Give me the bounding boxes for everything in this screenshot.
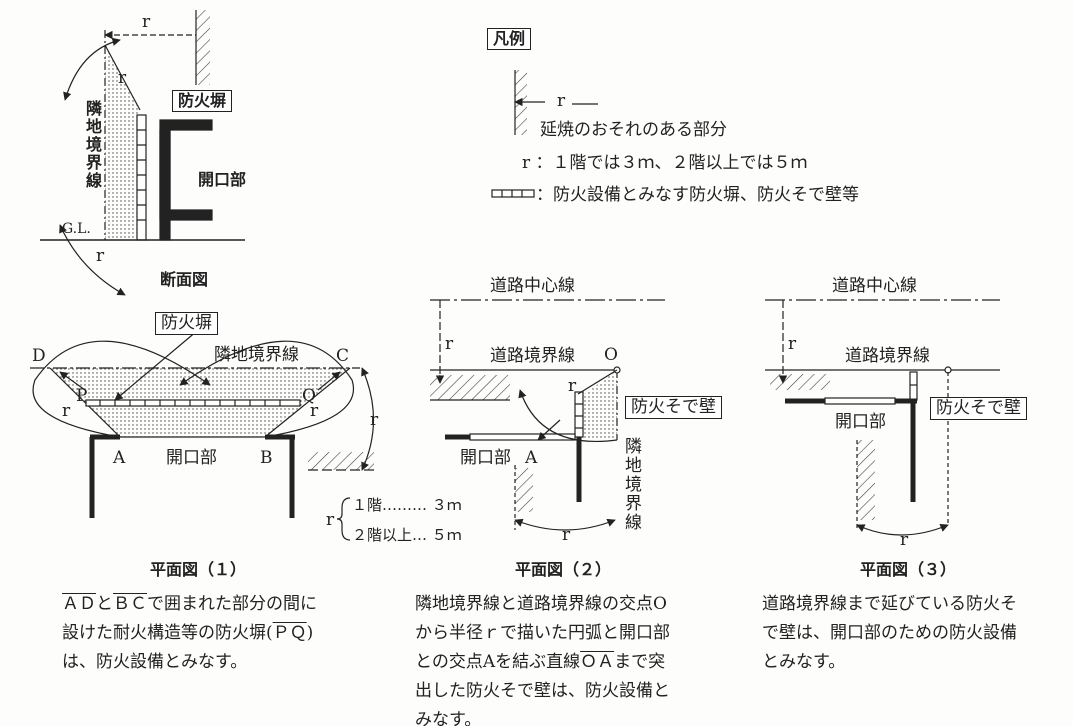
plan3-road-boundary-label: 道路境界線 bbox=[845, 346, 930, 366]
gl-label: G.L. bbox=[62, 221, 91, 237]
r-floor2: ２階以上… ５ｍ bbox=[352, 526, 462, 544]
desc-text: まで突 bbox=[614, 652, 666, 672]
legend-title: 凡例 bbox=[487, 28, 532, 50]
desc-text: から半径ｒで描いた円弧と開口部 bbox=[415, 623, 670, 643]
point-c: C bbox=[336, 346, 350, 366]
desc-text: 出した防火そで壁は、防火設備と bbox=[415, 681, 670, 701]
plan1-r-left: r bbox=[62, 401, 71, 421]
plan2-r-diag: r bbox=[568, 376, 577, 396]
plan2-point-a: A bbox=[525, 448, 538, 468]
desc-text: 道路境界線まで延びている防火そ bbox=[762, 594, 1017, 614]
plan2-opening-label: 開口部 bbox=[460, 448, 511, 468]
plan1-r-vertical: r bbox=[370, 410, 379, 430]
plan2-r-bottom: r bbox=[562, 525, 571, 545]
r-floor1: １階……… ３ｍ bbox=[352, 496, 462, 514]
legend-graphics bbox=[491, 70, 598, 198]
desc-text: と bbox=[96, 594, 113, 614]
point-a: A bbox=[113, 448, 126, 468]
plan2-drawing bbox=[430, 299, 665, 531]
desc-text: は、防火設備とみなす。 bbox=[62, 652, 248, 672]
r-brace-label: r bbox=[326, 510, 335, 530]
plan2-boundary-label: 隣地境界線 bbox=[621, 437, 641, 532]
desc-text: で囲まれた部分の間に bbox=[147, 594, 317, 614]
desc-text: 隣地境界線と道路境界線の交点O bbox=[415, 594, 667, 614]
plan3-center-line-label: 道路中心線 bbox=[832, 276, 917, 296]
section-r-ground-label: r bbox=[96, 246, 105, 266]
legend-r-definition: r ：１階では３ｍ、２階以上では５ｍ bbox=[522, 153, 808, 173]
section-view bbox=[40, 10, 245, 296]
section-boundary-label: 隣地境界線 bbox=[83, 100, 102, 190]
segment-pq: ＰＱ bbox=[272, 623, 307, 643]
plan1-description: ＡＤとＢＣで囲まれた部分の間に 設けた耐火構造等の防火塀(ＰＱ) は、防火設備と… bbox=[62, 590, 317, 677]
plan3-opening-label: 開口部 bbox=[835, 412, 886, 432]
section-r-arc-label: r bbox=[118, 68, 127, 88]
section-r-label: r bbox=[142, 12, 151, 32]
plan1-r-right: r bbox=[310, 401, 319, 421]
plan1-opening-label: 開口部 bbox=[166, 448, 217, 468]
plan1-boundary-label: 隣地境界線 bbox=[214, 345, 299, 365]
legend-r: r bbox=[557, 91, 566, 111]
desc-text: 設けた耐火構造等の防火塀( bbox=[62, 623, 273, 643]
legend-equipment-label: ：防火設備とみなす防火塀、防火そで壁等 bbox=[536, 185, 859, 205]
plan3-description: 道路境界線まで延びている防火そ で壁は、開口部のための防火設備 とみなす。 bbox=[762, 590, 1017, 677]
section-opening-label: 開口部 bbox=[198, 170, 247, 189]
desc-text: ) bbox=[306, 623, 314, 643]
plan1-firewall-label: 防火塀 bbox=[155, 312, 218, 335]
segment-oa: ＯＡ bbox=[580, 652, 615, 672]
desc-text: みなす。 bbox=[415, 710, 482, 726]
plan3-title: 平面図（３） bbox=[860, 560, 957, 579]
plan1-drawing bbox=[30, 319, 375, 541]
plan3-wing-wall-label: 防火そで壁 bbox=[930, 397, 1027, 420]
plan3-r-bottom: r bbox=[900, 530, 909, 550]
plan2-wing-wall-label: 防火そで壁 bbox=[625, 396, 722, 419]
plan2-center-line-label: 道路中心線 bbox=[490, 276, 575, 296]
point-q: Q bbox=[302, 386, 316, 406]
segment-ad: ＡＤ bbox=[62, 594, 96, 614]
desc-text: との交点Aを結ぶ直線 bbox=[415, 652, 581, 672]
point-p: P bbox=[76, 386, 88, 406]
plan3-drawing bbox=[765, 299, 1000, 536]
section-title: 断面図 bbox=[160, 270, 209, 289]
plan3-r-vertical: r bbox=[788, 334, 797, 354]
desc-text: で壁は、開口部のための防火設備 bbox=[762, 623, 1017, 643]
point-o: O bbox=[604, 345, 618, 365]
desc-text: とみなす。 bbox=[762, 652, 846, 672]
legend-spread-label: 延焼のおそれのある部分 bbox=[540, 120, 727, 140]
plan2-r-vertical: r bbox=[445, 334, 454, 354]
segment-bc: ＢＣ bbox=[113, 594, 147, 614]
plan1-title: 平面図（１） bbox=[150, 560, 247, 579]
point-d: D bbox=[32, 346, 46, 366]
plan2-description: 隣地境界線と道路境界線の交点O から半径ｒで描いた円弧と開口部 との交点Aを結ぶ… bbox=[415, 590, 670, 726]
point-b: B bbox=[260, 448, 273, 468]
section-firewall-label: 防火塀 bbox=[172, 90, 233, 112]
plan2-road-boundary-label: 道路境界線 bbox=[490, 346, 575, 366]
plan2-title: 平面図（２） bbox=[515, 560, 612, 579]
